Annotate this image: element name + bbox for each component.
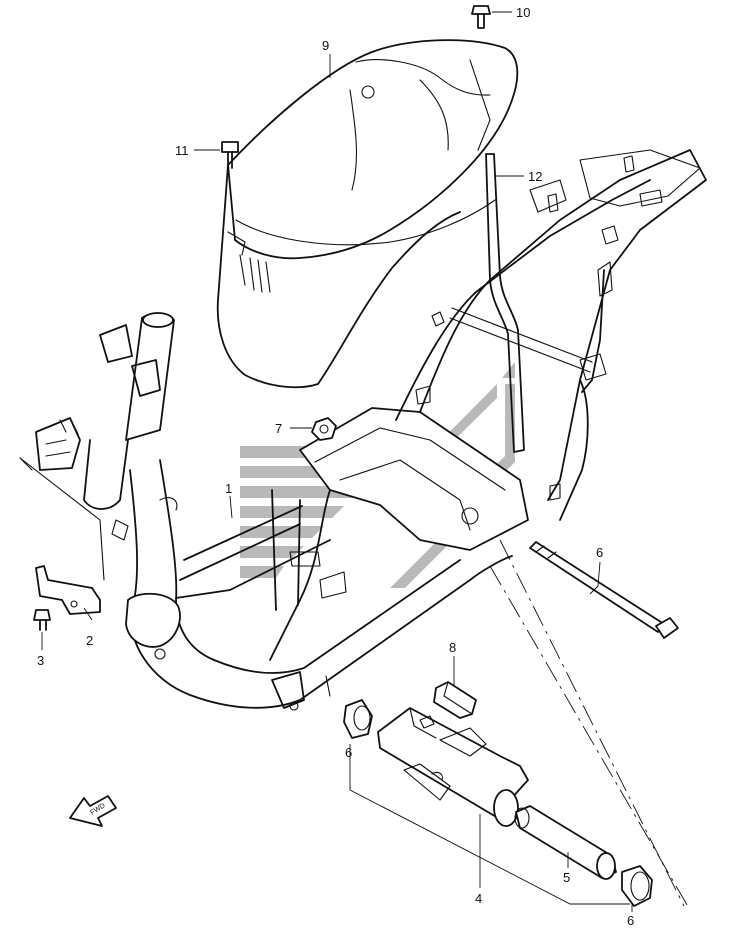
- cushion-9: [433, 681, 477, 719]
- engine-bracket-4: [377, 707, 529, 827]
- callout-5: 5: [563, 870, 570, 885]
- callout-4: 4: [475, 891, 482, 906]
- callout-3: 3: [37, 653, 44, 668]
- seat-box: [216, 39, 519, 389]
- bushing-6b: [621, 865, 653, 907]
- callout-1: 1: [225, 481, 232, 496]
- bolt-3: [33, 609, 51, 631]
- bushing-6a: [343, 699, 373, 739]
- callout-8: 7: [275, 421, 282, 436]
- callout-7: 6: [596, 545, 603, 560]
- fwd-arrow: FWD: [69, 795, 117, 827]
- nut-8: [311, 417, 337, 441]
- callout-13: 12: [528, 169, 542, 184]
- callout-10: 9: [322, 38, 329, 53]
- callout-11: 10: [516, 5, 530, 20]
- callout-12: 11: [175, 143, 189, 158]
- callout-9: 8: [449, 640, 456, 655]
- bolt-11: [471, 5, 491, 29]
- callout-2: 2: [86, 633, 93, 648]
- main-frame: [35, 149, 707, 711]
- callout-6b: 6: [627, 913, 634, 928]
- bolt-7: [529, 541, 679, 639]
- rod-13: [485, 153, 525, 453]
- screw-12: [221, 141, 239, 169]
- bracket-2: [35, 565, 101, 615]
- centre-lines: [19, 457, 691, 911]
- callout-labels: 10 9 11 12 7 1 2 3 6 8 6 4 5 6: [37, 5, 634, 928]
- collar-5: [514, 805, 617, 880]
- leader-lines: [41, 11, 633, 912]
- callout-6a: 6: [345, 745, 352, 760]
